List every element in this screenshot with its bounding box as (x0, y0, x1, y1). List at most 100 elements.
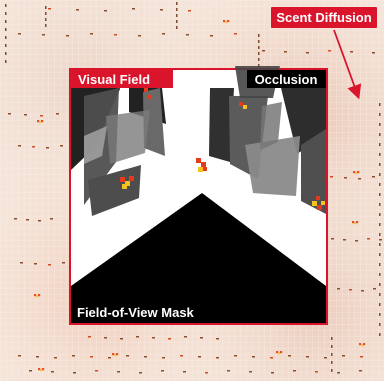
scent-dot (138, 35, 141, 37)
scent-vertical-dot (5, 28, 7, 31)
scent-vertical-dot (379, 313, 381, 316)
scent-food-dot (359, 343, 362, 346)
scent-dot (66, 35, 69, 37)
scent-vertical-dot (379, 173, 381, 176)
scent-dot (328, 50, 331, 52)
scent-vertical-dot (331, 345, 333, 348)
scent-dot (234, 33, 237, 35)
scent-vertical-dot (5, 4, 7, 7)
fov-mask-label: Field-of-View Mask (77, 305, 195, 320)
scent-dot (359, 370, 362, 372)
scent-dot (372, 52, 375, 54)
scent-vertical-dot (379, 323, 381, 326)
scent-dot (184, 336, 187, 338)
scent-vertical-dot (5, 52, 7, 55)
scent-vertical-dot (5, 20, 7, 23)
occlusion-walls (71, 66, 326, 216)
scent-food-dot (36, 295, 39, 298)
scent-vertical-dot (258, 46, 260, 49)
scent-dot (315, 371, 318, 373)
scent-diffusion-callout: Scent Diffusion (271, 7, 377, 100)
scent-vertical-dot (379, 193, 381, 196)
scent-dot (29, 370, 32, 372)
scent-dot (373, 288, 376, 290)
scent-dot (198, 356, 201, 358)
scent-dot (46, 147, 49, 149)
scent-dot (168, 338, 171, 340)
scent-food-dot (40, 369, 43, 372)
scent-vertical-dot (5, 36, 7, 39)
scent-vertical-dot (379, 133, 381, 136)
scent-dot (73, 372, 76, 374)
scent-vertical-dot (379, 203, 381, 206)
scent-dot (330, 176, 333, 178)
scent-vertical-dot (176, 26, 178, 29)
scent-dot (24, 114, 27, 116)
scent-food-dot (363, 343, 366, 346)
scent-vertical-dot (379, 333, 381, 336)
scent-dot (210, 35, 213, 37)
scent-vertical-dot (379, 233, 381, 236)
scent-food-dot (355, 172, 358, 175)
scent-dot (117, 371, 120, 373)
scent-dot (180, 355, 183, 357)
scent-dot (205, 372, 208, 374)
scent-dot (14, 218, 17, 220)
scent-food-dot (280, 351, 283, 354)
scent-dot (90, 356, 93, 358)
scent-dot (331, 238, 334, 240)
scent-food-dot (223, 20, 226, 23)
scent-food-dot (114, 354, 117, 357)
food-items (120, 88, 325, 210)
scent-vertical-dot (5, 60, 7, 63)
scent-vertical-dot (258, 34, 260, 37)
scent-vertical-dot (331, 353, 333, 356)
scent-dot (36, 356, 39, 358)
agent-arrowhead (197, 196, 205, 201)
visual-field-label: Visual Field (78, 72, 150, 87)
scent-vertical-dot (176, 2, 178, 5)
scent-dot (136, 336, 139, 338)
scent-dot (32, 146, 35, 148)
scent-dot (252, 356, 255, 358)
scent-food-dot (34, 294, 37, 297)
scent-vertical-dot (176, 20, 178, 23)
scent-food-dot (42, 368, 45, 371)
scent-food-dot (356, 221, 359, 224)
scent-dot (18, 33, 21, 35)
scent-vertical-dot (45, 24, 47, 27)
scent-dot (200, 337, 203, 339)
scent-food-dot (38, 368, 41, 371)
scent-dot (249, 371, 252, 373)
scent-vertical-dot (258, 58, 260, 61)
scent-dot (271, 372, 274, 374)
scent-dot (234, 355, 237, 357)
scent-dot (132, 8, 135, 10)
scent-vertical-dot (45, 12, 47, 15)
scent-dot (162, 357, 165, 359)
scent-dot (54, 357, 57, 359)
scent-food-dot (278, 352, 281, 355)
scent-food-dot (37, 120, 40, 123)
scent-dot (152, 337, 155, 339)
fov-mask-label-box (71, 301, 214, 323)
scent-dot (108, 357, 111, 359)
scent-dot (288, 355, 291, 357)
scent-dot (337, 372, 340, 374)
fov-mask-region (71, 193, 326, 323)
scent-vertical-dot (176, 14, 178, 17)
scent-food-dot (276, 351, 279, 354)
scent-food-dot (361, 344, 364, 347)
scent-vertical-dot (379, 123, 381, 126)
scent-dot (42, 34, 45, 36)
scent-vertical-dot (379, 243, 381, 246)
scent-dot (40, 115, 43, 117)
scent-food-dot (112, 353, 115, 356)
scent-vertical-dot (379, 253, 381, 256)
visual-field-label-box (71, 70, 173, 88)
scent-dot (344, 177, 347, 179)
scent-vertical-dot (379, 143, 381, 146)
scent-food-dot (357, 171, 360, 174)
